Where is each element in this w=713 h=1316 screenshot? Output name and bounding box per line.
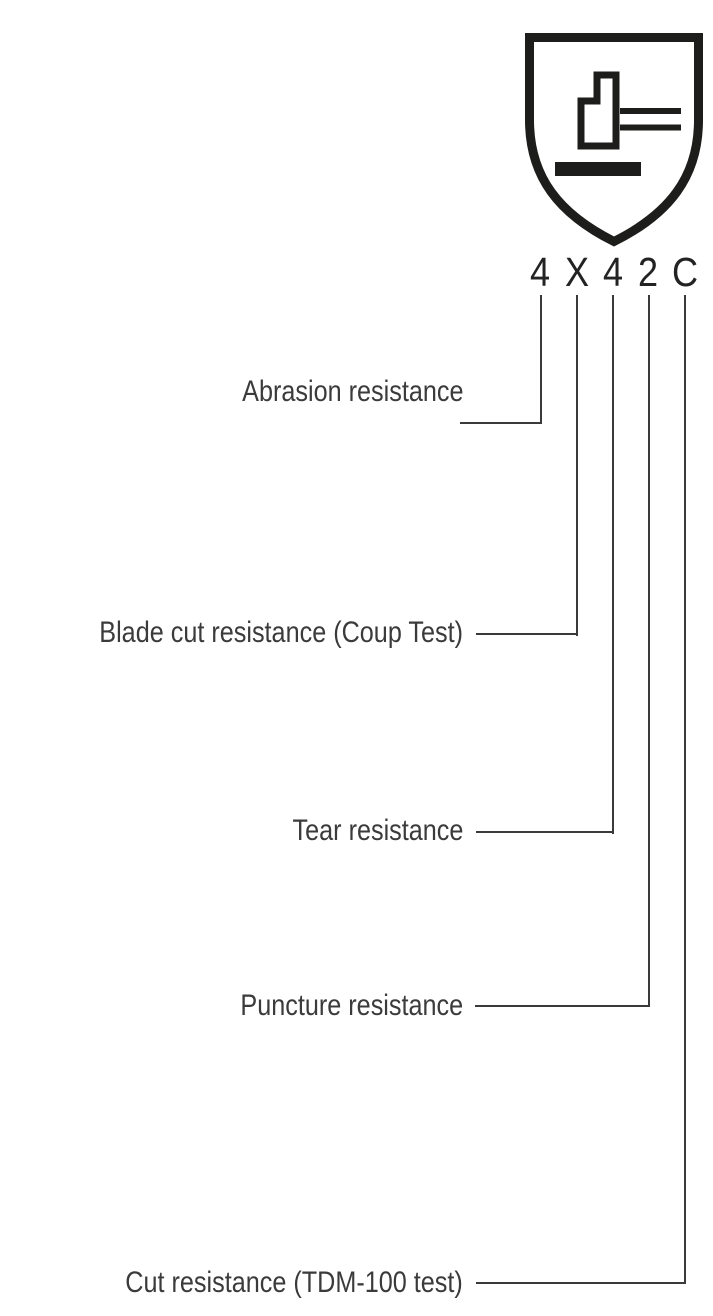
connector-vertical-coup-cut: [576, 295, 578, 636]
label-tear-resistance: Tear resistance: [292, 814, 463, 847]
hammer-head-icon: [577, 71, 620, 150]
rating-char-tdm-cut: C: [671, 249, 699, 295]
label-abrasion-resistance: Abrasion resistance: [241, 375, 463, 408]
rating-char-tear: 4: [602, 249, 624, 295]
hammer-handle-top-line: [620, 108, 681, 114]
label-blade-cut-resistance: Blade cut resistance (Coup Test): [99, 616, 463, 649]
label-puncture-resistance: Puncture resistance: [240, 989, 463, 1022]
connector-horizontal-puncture: [475, 1005, 650, 1007]
connector-vertical-tdm-cut: [684, 295, 686, 1284]
hammer-handle-bottom-line: [620, 124, 681, 131]
connector-horizontal-coup-cut: [476, 633, 578, 635]
connector-vertical-tear: [612, 295, 614, 834]
rating-char-abrasion: 4: [529, 249, 551, 295]
label-cut-resistance-tdm: Cut resistance (TDM-100 test): [125, 1266, 463, 1299]
ground-bar: [555, 162, 641, 176]
rating-char-coup-cut: X: [564, 249, 590, 295]
rating-char-puncture: 2: [637, 249, 659, 295]
connector-vertical-abrasion: [540, 295, 542, 424]
mechanical-hazard-shield-icon: [525, 33, 703, 247]
connector-horizontal-tear: [476, 831, 614, 833]
connector-horizontal-tdm-cut: [476, 1282, 686, 1284]
connector-horizontal-abrasion: [460, 422, 542, 424]
connector-vertical-puncture: [648, 295, 650, 1007]
